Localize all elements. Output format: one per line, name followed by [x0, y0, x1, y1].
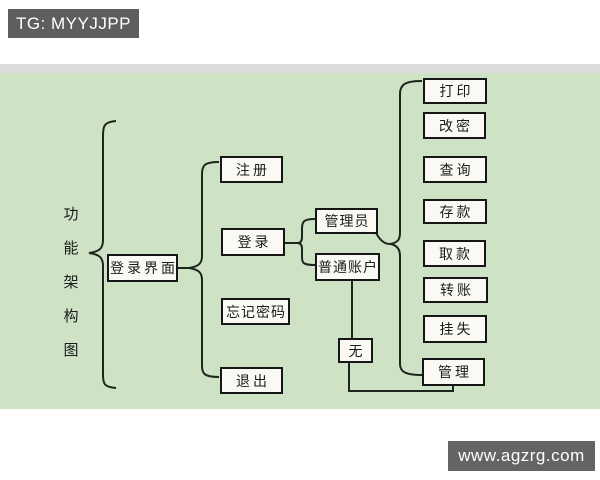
node-login-ui: 登录界面	[107, 254, 178, 282]
header-watermark-text: TG: MYYJJPP	[15, 13, 132, 33]
node-login: 登录	[221, 228, 285, 256]
connector-admin-functions	[375, 232, 391, 245]
title-char: 构	[63, 309, 79, 325]
diagram-title: 功 能 架 构 图	[58, 203, 84, 360]
node-manage: 管理	[422, 358, 485, 386]
title-char: 功	[63, 207, 79, 223]
node-admin: 管理员	[315, 208, 378, 234]
bracket-account-types	[285, 218, 316, 266]
node-change-password: 改密	[423, 112, 486, 139]
connector-none-manage	[348, 362, 454, 392]
title-char: 能	[63, 241, 79, 257]
node-transfer: 转账	[423, 277, 488, 303]
brace-functions	[389, 80, 423, 376]
top-gray-strip	[0, 64, 600, 73]
footer-watermark-badge: www.agzrg.com	[448, 441, 595, 471]
title-char: 架	[63, 275, 79, 291]
node-print: 打印	[423, 78, 487, 104]
node-forgot-password: 忘记密码	[221, 298, 290, 325]
node-deposit: 存款	[423, 199, 487, 224]
node-register: 注册	[220, 156, 283, 183]
node-none: 无	[338, 338, 373, 363]
footer-watermark-text: www.agzrg.com	[458, 446, 585, 465]
node-withdraw: 取款	[423, 240, 486, 267]
node-report-loss: 挂失	[423, 315, 487, 343]
node-normal-account: 普通账户	[315, 253, 380, 281]
header-watermark-badge: TG: MYYJJPP	[8, 9, 139, 38]
node-query: 查询	[423, 156, 487, 183]
node-exit: 退出	[220, 367, 283, 394]
brace-root	[88, 120, 117, 389]
brace-menu	[188, 161, 220, 378]
title-char: 图	[63, 343, 79, 359]
